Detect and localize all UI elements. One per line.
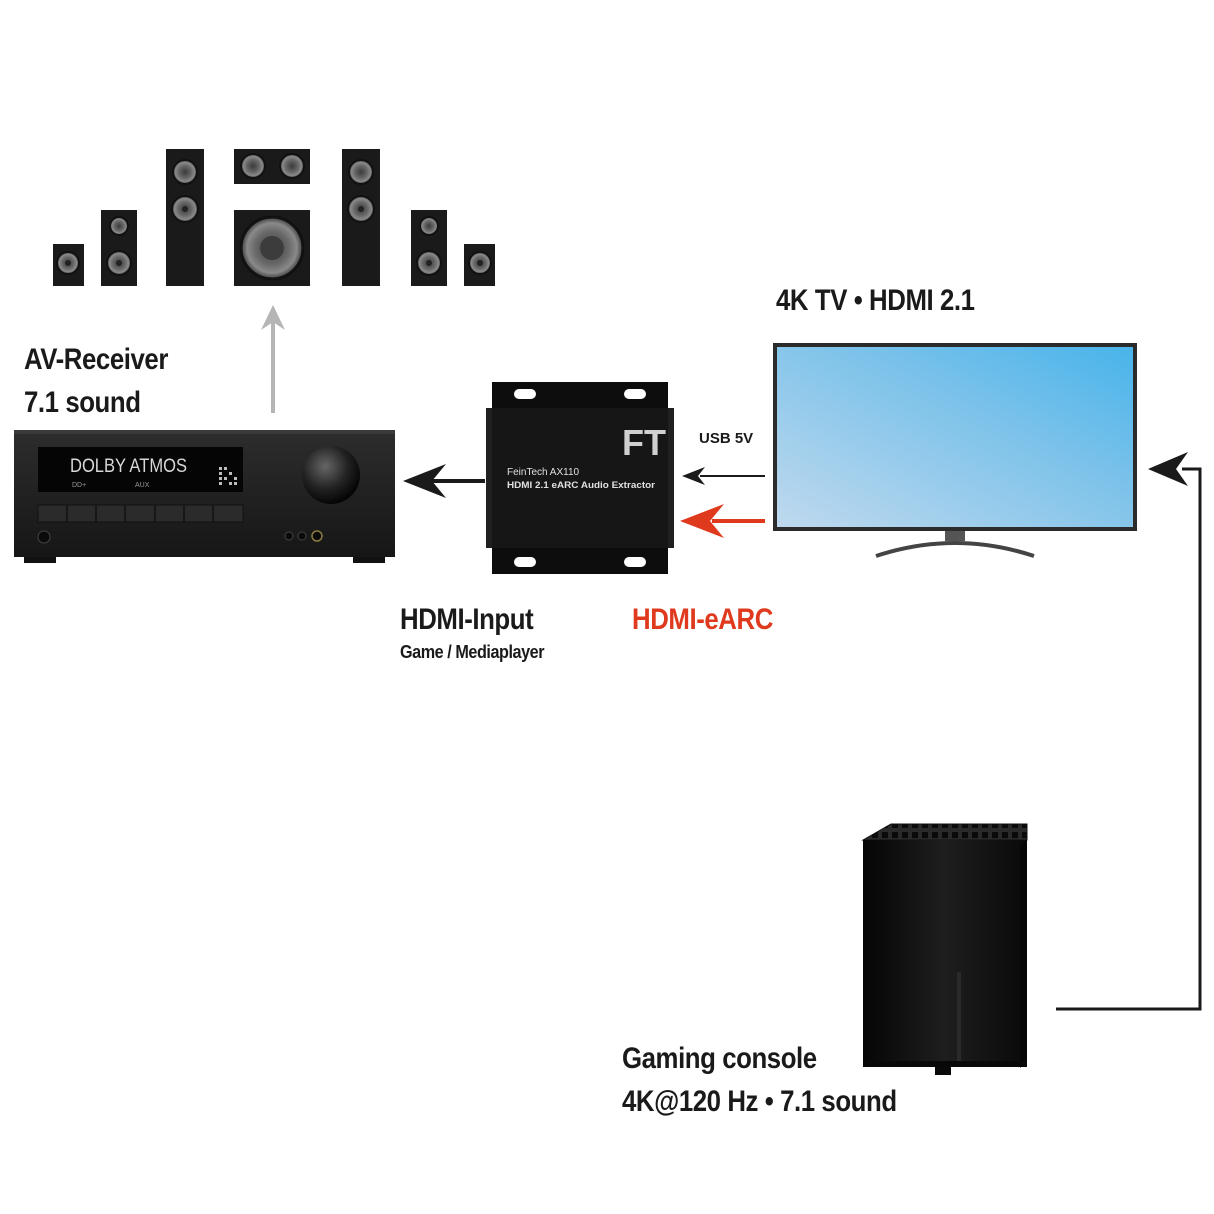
receiver-volume-knob <box>302 446 360 504</box>
hdmi-input-arrow <box>403 464 485 498</box>
receiver-display-mid: AUX <box>135 482 150 489</box>
earc-label: HDMI-eARC <box>632 603 773 636</box>
receiver-subtitle: 7.1 sound <box>24 386 141 419</box>
receiver-title: AV-Receiver <box>24 343 168 376</box>
audio-out-arrow <box>261 305 285 413</box>
hdmi-input-title: HDMI-Input <box>400 603 534 636</box>
console-hdmi-cable <box>1056 452 1202 1011</box>
console-title: Gaming console <box>622 1042 817 1075</box>
extractor-model: HDMI 2.1 eARC Audio Extractor <box>507 480 655 491</box>
console-subtitle: 4K@120 Hz • 7.1 sound <box>622 1085 897 1118</box>
receiver-level-meter <box>219 467 237 485</box>
speaker-set <box>53 149 495 286</box>
extractor-brand: FeinTech AX110 <box>507 467 580 478</box>
usb-power-arrow <box>682 467 765 485</box>
receiver-display-main: DOLBY ATMOS <box>70 456 187 477</box>
hdmi-input-subtitle: Game / Mediaplayer <box>400 642 545 662</box>
speaker-surround-right <box>464 244 495 286</box>
earc-arrow <box>680 504 765 538</box>
usb-label: USB 5V <box>699 430 753 447</box>
speaker-front-left <box>166 149 204 286</box>
speaker-surround-left <box>53 244 84 286</box>
speaker-rear-left <box>101 210 137 286</box>
receiver-display-left: DD+ <box>72 482 86 489</box>
tv <box>773 343 1137 558</box>
av-receiver: DOLBY ATMOS DD+ AUX <box>14 430 395 563</box>
speaker-rear-right <box>411 210 447 286</box>
speaker-subwoofer <box>234 210 310 286</box>
extractor-logo: FT <box>622 422 666 463</box>
gaming-console <box>861 823 1028 1075</box>
audio-extractor: FT FeinTech AX110 HDMI 2.1 eARC Audio Ex… <box>486 382 674 574</box>
speaker-center <box>234 149 310 184</box>
receiver-power-button <box>37 530 51 544</box>
tv-title: 4K TV • HDMI 2.1 <box>776 284 975 317</box>
speaker-front-right <box>342 149 380 286</box>
